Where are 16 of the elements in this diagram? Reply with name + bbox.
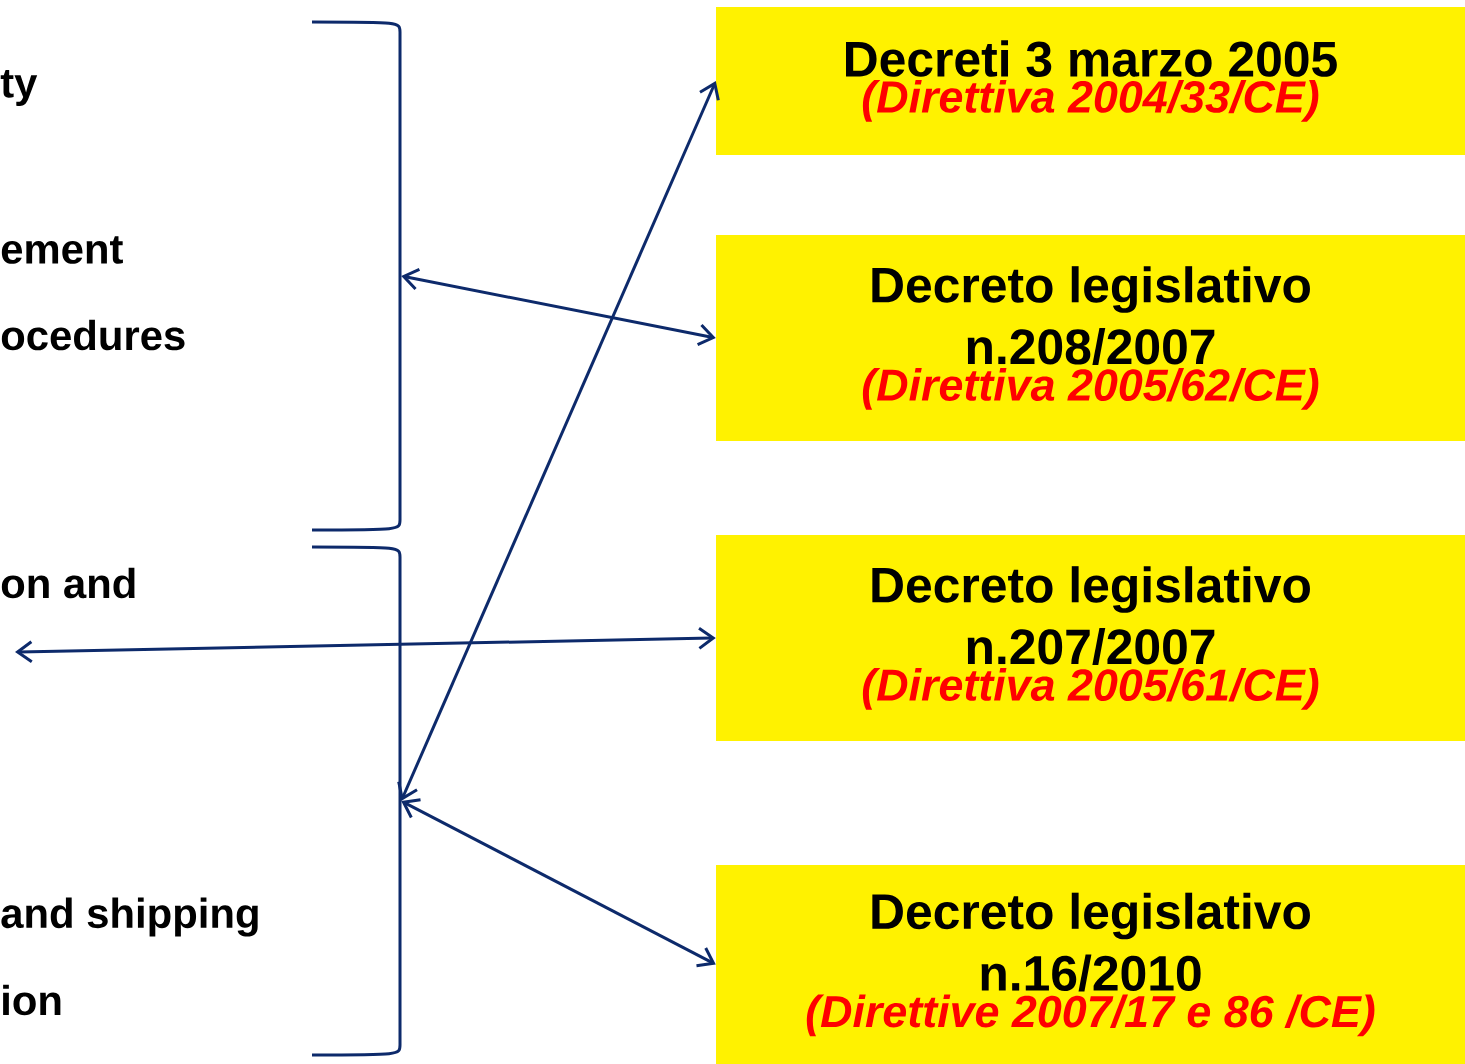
curly-brace xyxy=(312,545,402,1057)
curly-brace xyxy=(312,20,402,532)
double-arrow xyxy=(401,798,716,968)
label-text: ement xyxy=(1,236,123,264)
double-arrow xyxy=(401,268,716,346)
legislation-box: Decreti 3 marzo 2005 (Direttiva 2004/33/CE) xyxy=(716,7,1465,155)
double-arrow xyxy=(397,81,720,801)
label-text: on and xyxy=(1,567,135,599)
legislation-box: Decreto legislativo n.208/2007 (Direttiva 2005/62/CE) xyxy=(716,235,1465,441)
label-text: ocedures xyxy=(1,319,185,351)
label-text: ty xyxy=(0,70,38,106)
legislation-box: Decreto legislativo n.16/2010 (Direttive 2007/17 e 86 /CE) xyxy=(716,865,1465,1064)
double-arrow xyxy=(15,627,716,663)
legislation-box: Decreto legislativo n.207/2007 (Direttiva 2005/61/CE) xyxy=(716,535,1465,741)
label-text: and shipping xyxy=(1,897,258,937)
label-text: ion xyxy=(3,984,61,1016)
